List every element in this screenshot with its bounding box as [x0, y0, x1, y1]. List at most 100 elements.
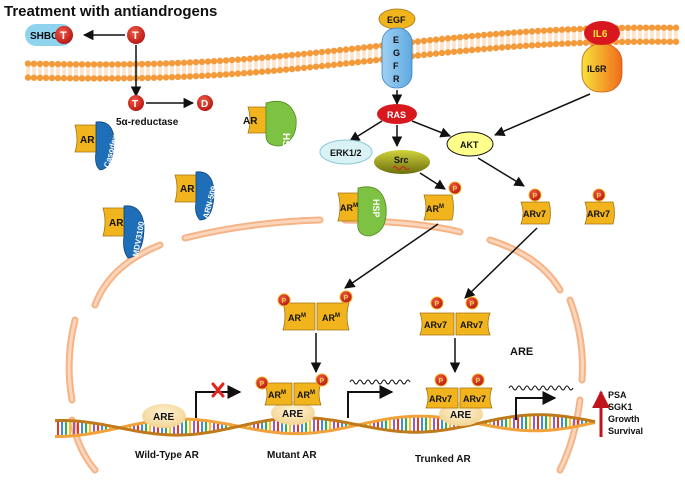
lipid-tail [26, 66, 30, 75]
lipid-tail [248, 61, 252, 70]
lipid-head [120, 75, 128, 82]
svg-text:SHBG: SHBG [30, 31, 59, 42]
lipid-head [438, 35, 446, 43]
lipid-head [246, 69, 254, 76]
lipid-head [342, 60, 350, 67]
lipid-tail [476, 38, 480, 47]
lipid-head [498, 30, 506, 37]
lipid-head [258, 54, 266, 61]
lipid-tail [182, 65, 186, 74]
lipid-head [468, 46, 476, 54]
lipid-head [36, 60, 44, 68]
blocked-transcription-arrow [195, 382, 242, 418]
lipid-head [48, 74, 56, 82]
lipid-head [534, 27, 542, 35]
lipid-head [660, 38, 668, 45]
lipid-head [432, 50, 440, 57]
lipid-head [666, 24, 674, 31]
lipid-head [162, 60, 170, 67]
lipid-head [96, 61, 104, 68]
lipid-head [624, 24, 632, 32]
lipid-head [36, 74, 44, 82]
lipid-tail [92, 67, 96, 76]
lipid-tail [374, 49, 378, 58]
lipid-tail [644, 30, 648, 39]
svg-text:ARv7: ARv7 [424, 320, 447, 330]
lipid-head [456, 47, 464, 55]
svg-text:ARM: ARM [297, 390, 315, 400]
ar-arn509-complex: AR ARN-509 [174, 171, 219, 221]
svg-text:IL6: IL6 [593, 29, 608, 40]
lipid-tail [278, 59, 282, 68]
lipid-head [72, 61, 80, 68]
lipid-head [54, 74, 62, 82]
are-wild-type: ARE [142, 404, 186, 428]
lipid-head [210, 57, 218, 65]
lipid-head [192, 72, 200, 80]
svg-text:ARE: ARE [153, 412, 174, 423]
svg-text:D: D [201, 99, 208, 110]
lipid-tail [572, 32, 576, 41]
lipid-head [522, 42, 530, 49]
lipid-head [252, 55, 260, 62]
lipid-head [450, 34, 458, 41]
lipid-tail [218, 63, 222, 72]
lipid-head [648, 24, 656, 31]
lipid-head [348, 59, 356, 67]
lipid-tail [356, 51, 360, 60]
lipid-tail [500, 36, 504, 45]
lipid-head [324, 62, 332, 69]
svg-text:P: P [533, 193, 538, 200]
svg-text:ARE: ARE [450, 410, 471, 421]
lipid-tail [206, 64, 210, 73]
lipid-head [660, 24, 668, 31]
svg-text:ARM: ARM [340, 203, 358, 213]
lipid-head [156, 74, 164, 81]
lipid-tail [38, 66, 42, 75]
lipid-head [348, 45, 356, 53]
lipid-head [546, 41, 554, 48]
lipid-head [336, 60, 344, 68]
lipid-tail [116, 67, 120, 76]
lipid-tail [332, 53, 336, 62]
svg-text:P: P [597, 193, 602, 200]
lipid-head [198, 72, 206, 80]
lipid-head [192, 58, 200, 66]
egf-ligand: EGF [378, 8, 416, 30]
lipid-head [264, 68, 272, 75]
phospho-arm-cytoplasm: ARM P [423, 181, 462, 221]
lipid-head [66, 75, 74, 82]
target-survival: Survival [608, 426, 643, 436]
lipid-tail [638, 30, 642, 39]
lipid-tail [362, 50, 366, 59]
lipid-head [156, 60, 164, 67]
lipid-head [270, 67, 278, 74]
lipid-head [312, 49, 320, 56]
lipid-head [72, 75, 80, 82]
lipid-head [114, 75, 122, 82]
lipid-head [204, 58, 212, 65]
svg-text:F: F [393, 61, 399, 71]
lipid-head [264, 54, 272, 61]
lipid-head [564, 40, 572, 47]
lipid-head [630, 24, 638, 31]
lipid-tail [470, 39, 474, 48]
svg-text:T: T [132, 99, 138, 110]
lipid-head [414, 52, 422, 59]
lipid-head [564, 26, 572, 33]
svg-text:P: P [320, 378, 325, 385]
lipid-head [540, 41, 548, 48]
lipid-head [78, 61, 86, 68]
lipid-head [636, 38, 644, 45]
lipid-tail [554, 33, 558, 42]
lipid-head [618, 24, 626, 32]
lipid-head [558, 40, 566, 47]
lipid-head [96, 75, 104, 82]
lipid-tail [578, 31, 582, 40]
dna-strand [55, 414, 596, 438]
lipid-head [84, 61, 92, 68]
lipid-head [504, 29, 512, 37]
lipid-head [186, 59, 194, 66]
lipid-tail [536, 33, 540, 42]
lipid-head [144, 74, 152, 82]
